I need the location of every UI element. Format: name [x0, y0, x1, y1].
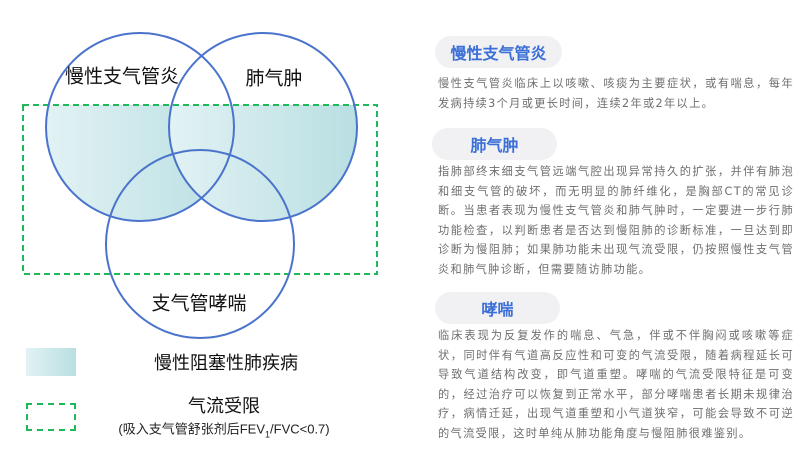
section-text-emphysema: 指肺部终末细支气管远端气腔出现异常持久的扩张，并伴有肺泡和细支气管的破坏，而无明… — [438, 165, 794, 276]
section-title-emphysema: 肺气肿 — [432, 128, 557, 160]
section-text-asthma: 临床表现为反复发作的喘息、气急，伴或不伴胸闷或咳嗽等症状，同时伴有气道高反应性和… — [438, 329, 794, 440]
criteria-subscript: 1 — [265, 429, 271, 440]
emphysema-circle — [168, 32, 358, 222]
section-text-chronic-bronchitis: 慢性支气管炎临床上以咳嗽、咳痰为主要症状，或有喘息，每年发病持续3个月或更长时间… — [438, 77, 794, 110]
copd-legend-label: 慢性阻塞性肺疾病 — [154, 353, 298, 374]
copd-legend-swatch — [26, 348, 76, 376]
asthma-circle — [105, 149, 295, 339]
airflow-legend-label: 气流受限 — [188, 396, 260, 417]
asthma-label: 支气管哮喘 — [151, 292, 247, 315]
airflow-legend-swatch — [26, 403, 76, 431]
criteria-prefix: (吸入支气管舒张剂后FEV — [118, 421, 265, 437]
copd-shaded-region — [46, 105, 357, 221]
airflow-legend-criteria: (吸入支气管舒张剂后FEV1/FVC<0.7) — [118, 419, 329, 440]
emphysema-label: 肺气肿 — [245, 67, 303, 90]
venn-diagram — [22, 32, 378, 339]
airflow-limitation-rect — [22, 104, 378, 275]
chronic-bronchitis-label: 慢性支气管炎 — [64, 65, 180, 88]
criteria-suffix: /FVC<0.7) — [270, 421, 330, 437]
section-title-chronic-bronchitis: 慢性支气管炎 — [435, 36, 562, 68]
section-title-asthma: 哮喘 — [435, 292, 560, 324]
chronic-bronchitis-circle — [45, 32, 235, 222]
